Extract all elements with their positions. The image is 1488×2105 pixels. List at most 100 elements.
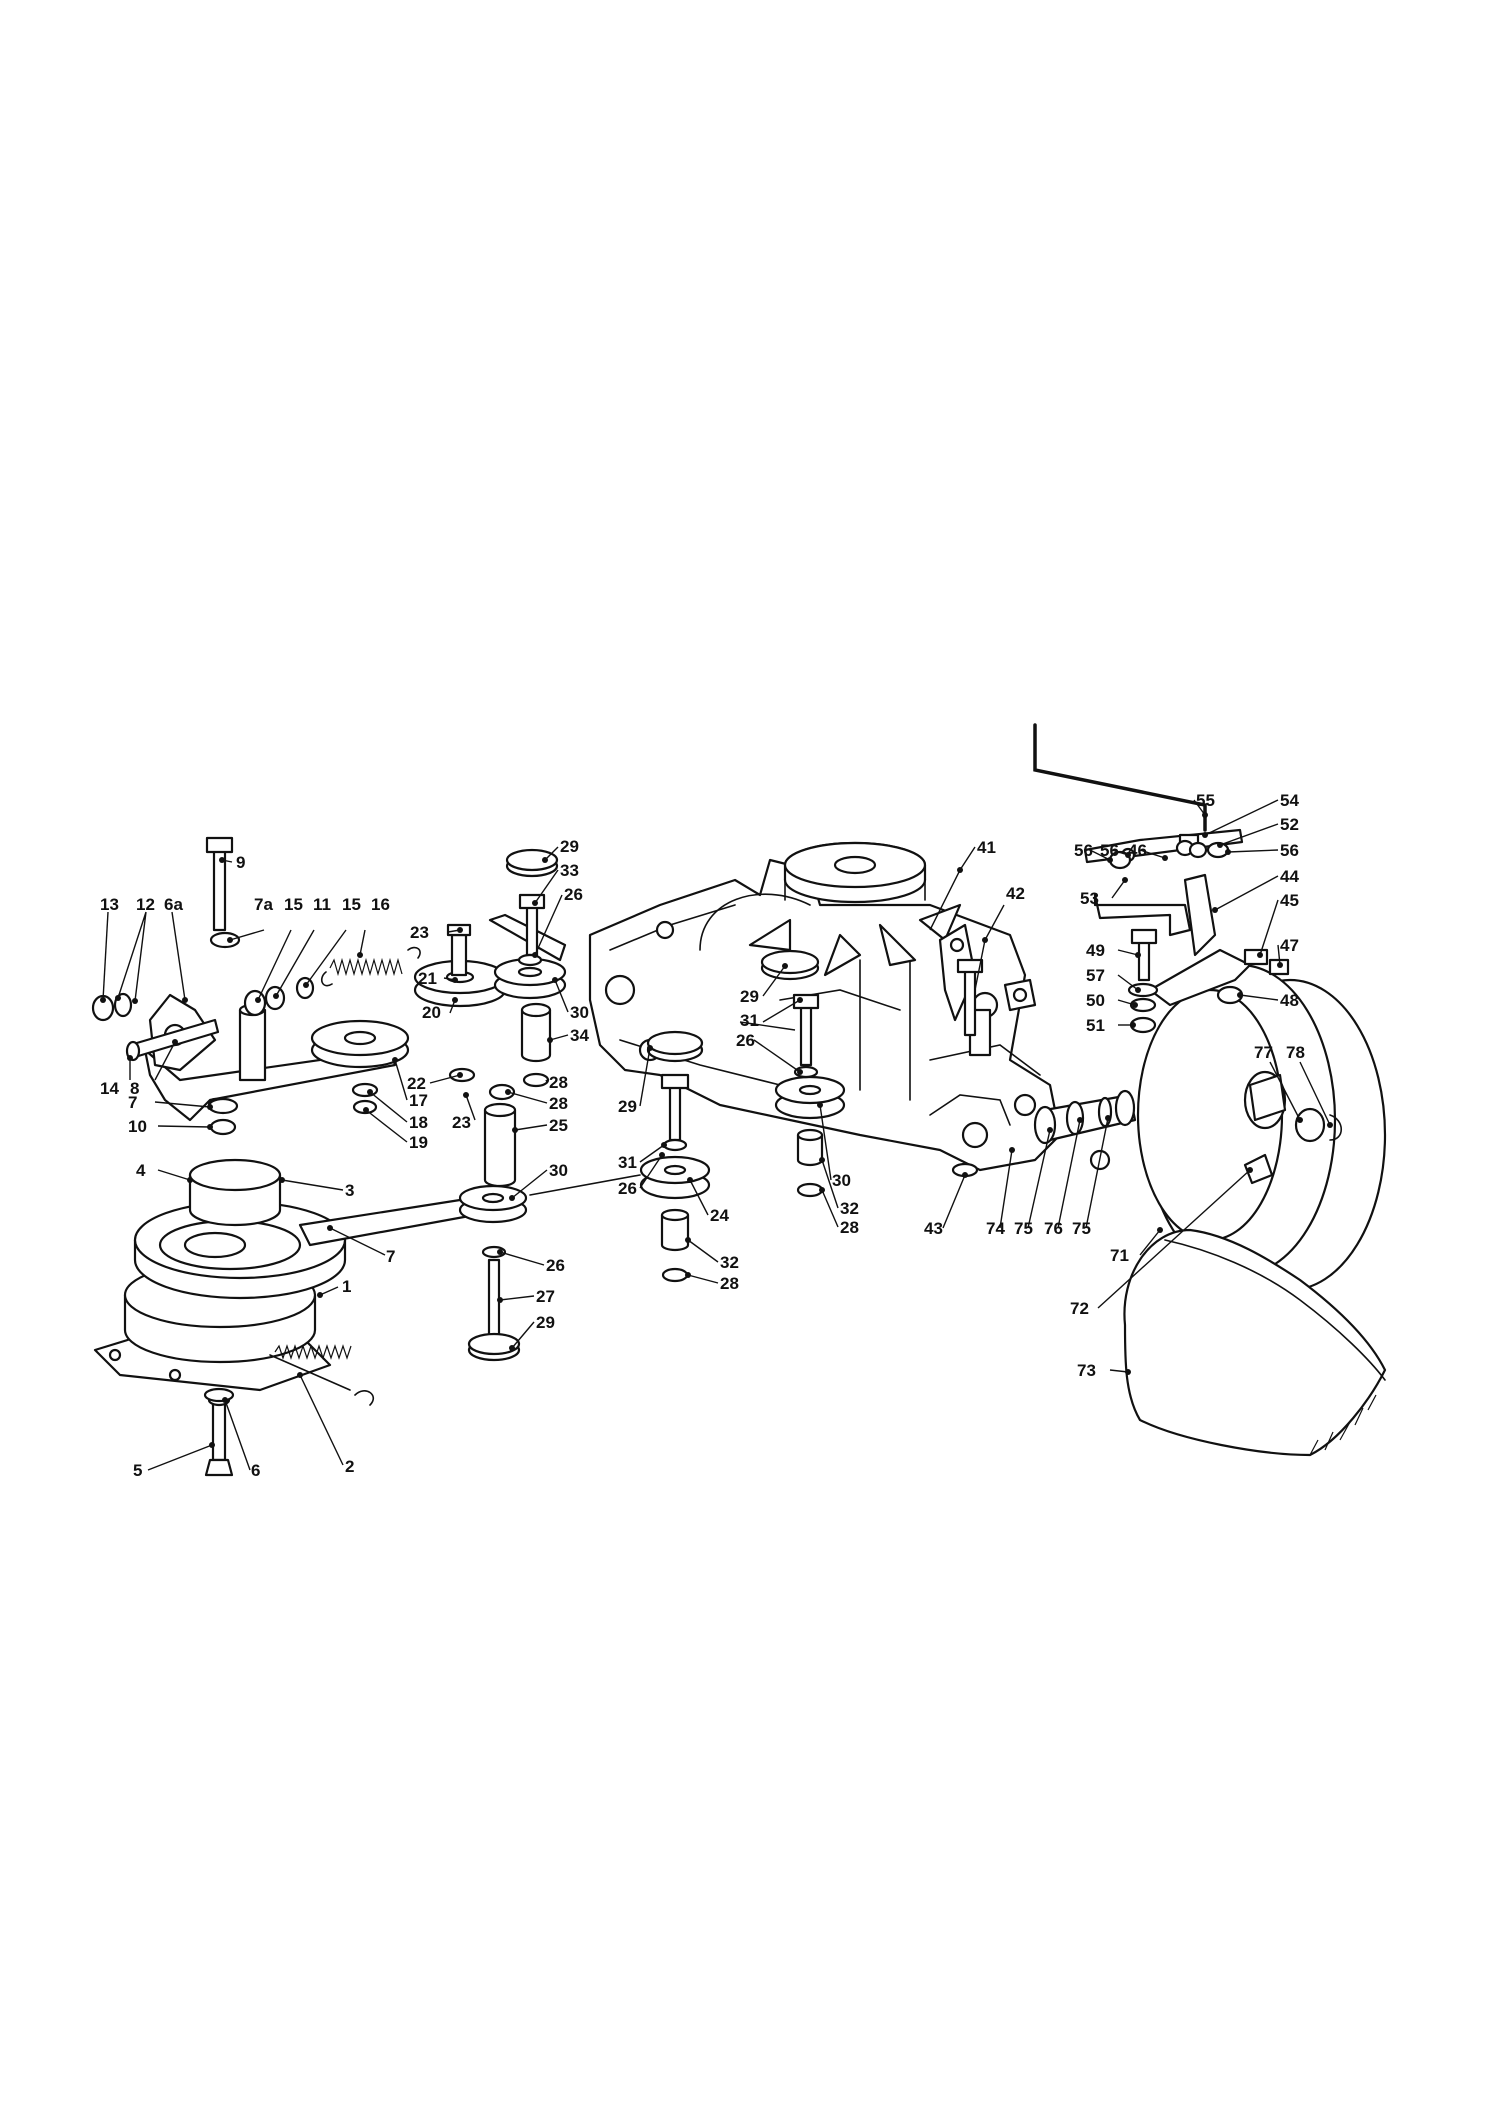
control-rod xyxy=(1033,723,1207,832)
callout-label: 77 xyxy=(1254,1043,1273,1062)
callout-label: 24 xyxy=(710,1206,729,1225)
callout-label: 2 xyxy=(345,1457,354,1476)
callout-label: 20 xyxy=(422,1003,441,1022)
callout-label: 74 xyxy=(986,1219,1005,1238)
callout-label: 45 xyxy=(1280,891,1299,910)
callout-label: 51 xyxy=(1086,1016,1105,1035)
callout-label: 26 xyxy=(618,1179,637,1198)
spacer-25 xyxy=(483,1083,517,1188)
callout-label: 78 xyxy=(1286,1043,1305,1062)
pivot-bolt xyxy=(205,836,234,932)
callout-label: 8 xyxy=(130,1079,139,1098)
callout-label: 50 xyxy=(1086,991,1105,1010)
callout-label: 11 xyxy=(313,895,331,914)
callout-label: 56 xyxy=(1100,841,1119,860)
idler-pulley-17 xyxy=(310,1019,410,1069)
callout-label: 42 xyxy=(1006,884,1025,903)
callout-label: 9 xyxy=(236,853,245,872)
callout-label: 12 xyxy=(136,895,155,914)
callout-label: 47 xyxy=(1280,936,1299,955)
idler-pulley-20 xyxy=(413,959,507,1008)
callout-label: 13 xyxy=(100,895,119,914)
bolt-33 xyxy=(505,848,559,967)
spacer-set xyxy=(243,976,315,1017)
callout-label: 31 xyxy=(618,1153,637,1172)
callout-label: 10 xyxy=(128,1117,147,1136)
callout-label: 26 xyxy=(736,1031,755,1050)
pulley-24 xyxy=(639,1155,711,1283)
callout-label: 1 xyxy=(342,1277,351,1296)
callout-labels: 13 12 6a 9 7a 15 11 15 16 14 8 7 10 4 3 … xyxy=(100,791,1305,1480)
callout-label: 31 xyxy=(740,1011,759,1030)
callout-label: 14 xyxy=(100,1079,119,1098)
callout-label: 23 xyxy=(452,1113,471,1132)
spacer-34 xyxy=(520,1002,552,1088)
callout-label: 29 xyxy=(536,1313,555,1332)
lever-bracket xyxy=(1083,828,1252,1007)
tension-spring xyxy=(320,946,421,987)
clutch-spring xyxy=(269,1344,375,1406)
clutch-bolt xyxy=(203,1387,235,1477)
callout-label: 28 xyxy=(840,1218,859,1237)
callout-label: 73 xyxy=(1077,1361,1096,1380)
callout-label: 30 xyxy=(570,1003,589,1022)
callout-label: 52 xyxy=(1280,815,1299,834)
callout-label: 28 xyxy=(720,1274,739,1293)
callout-label: 7 xyxy=(128,1093,137,1112)
callout-label: 30 xyxy=(549,1161,568,1180)
electric-clutch xyxy=(93,1158,347,1392)
callout-label: 19 xyxy=(409,1133,428,1152)
leader-dots xyxy=(100,812,1333,1448)
callout-label: 43 xyxy=(924,1219,943,1238)
callout-label: 6a xyxy=(164,895,183,914)
callout-label: 7a xyxy=(254,895,273,914)
callout-label: 29 xyxy=(740,987,759,1006)
tyre xyxy=(1123,1228,1387,1457)
callout-label: 46 xyxy=(1128,841,1147,860)
callout-label: 53 xyxy=(1080,889,1099,908)
callout-label: 71 xyxy=(1110,1246,1129,1265)
lever-bolts xyxy=(1127,839,1290,1034)
callout-label: 49 xyxy=(1086,941,1105,960)
leader-lines xyxy=(102,799,1331,1471)
callout-label: 55 xyxy=(1196,791,1215,810)
callout-label: 28 xyxy=(549,1073,568,1092)
callout-label: 15 xyxy=(342,895,361,914)
callout-label: 75 xyxy=(1014,1219,1033,1238)
bolt-27 xyxy=(467,1245,521,1362)
callout-label: 3 xyxy=(345,1181,354,1200)
callout-label: 6 xyxy=(251,1461,260,1480)
bracket-nuts xyxy=(91,931,241,1136)
axle-shaft xyxy=(1033,1089,1137,1171)
callout-label: 32 xyxy=(840,1199,859,1218)
callout-label: 41 xyxy=(977,838,996,857)
callout-label: 76 xyxy=(1044,1219,1063,1238)
callout-label: 5 xyxy=(133,1461,142,1480)
callout-label: 15 xyxy=(284,895,303,914)
callout-label: 56 xyxy=(1280,841,1299,860)
callout-label: 75 xyxy=(1072,1219,1091,1238)
wheel-rim xyxy=(1136,963,1387,1292)
callout-label: 16 xyxy=(371,895,390,914)
pulley-30-mid xyxy=(458,1184,528,1224)
callout-label: 30 xyxy=(832,1171,851,1190)
callout-label: 28 xyxy=(549,1094,568,1113)
bolt-31-left xyxy=(646,1030,704,1152)
callout-label: 54 xyxy=(1280,791,1299,810)
callout-label: 48 xyxy=(1280,991,1299,1010)
callout-label: 57 xyxy=(1086,966,1105,985)
callout-label: 22 xyxy=(407,1074,426,1093)
bolt-42 xyxy=(956,958,984,1037)
callout-label: 34 xyxy=(570,1026,589,1045)
callout-label: 23 xyxy=(410,923,429,942)
callout-label: 32 xyxy=(720,1253,739,1272)
callout-label: 25 xyxy=(549,1116,568,1135)
callout-label: 29 xyxy=(560,837,579,856)
idler-bracket xyxy=(125,993,397,1122)
pulley-30-right xyxy=(774,1075,846,1198)
transmission-pulley xyxy=(748,841,962,977)
callout-label: 26 xyxy=(564,885,583,904)
callout-label: 56 xyxy=(1074,841,1093,860)
callout-label: 26 xyxy=(546,1256,565,1275)
